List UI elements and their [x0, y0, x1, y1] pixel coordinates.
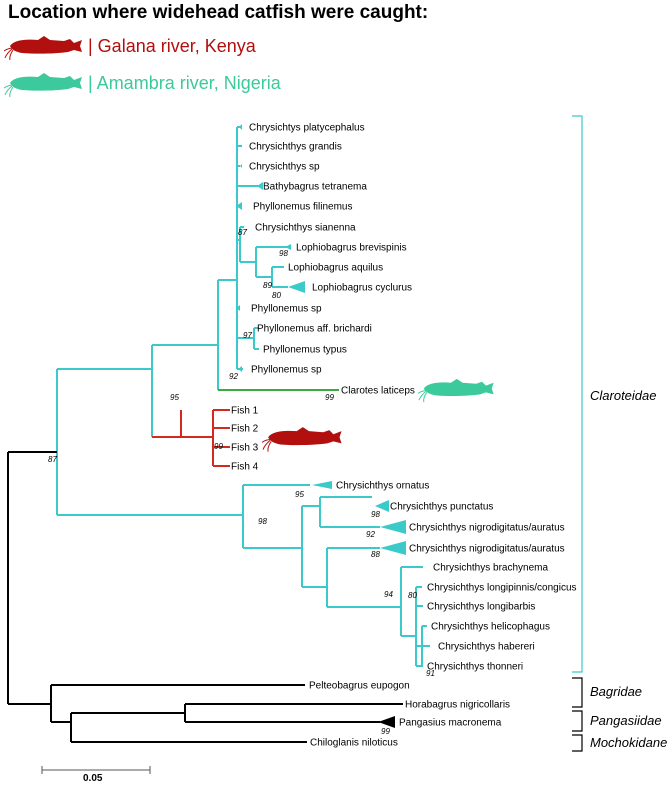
collapsed-clade-triangle — [375, 500, 389, 512]
collapsed-clade-triangle — [239, 124, 242, 130]
taxon-label: Phyllonemus aff. brichardi — [257, 324, 372, 335]
taxon-label: Lophiobagrus aquilus — [288, 263, 383, 274]
bootstrap-value: 95 — [295, 490, 304, 499]
collapsed-clade-triangle — [236, 202, 242, 210]
taxon-label: Fish 4 — [231, 462, 259, 473]
catfish-red-icon — [4, 36, 82, 61]
taxon-label: Chrysichthys longibarbis — [427, 602, 535, 613]
family-label: Pangasiidae — [590, 713, 662, 728]
taxon-label: Fish 3 — [231, 443, 259, 454]
taxon-label: Chrysichthys brachynema — [433, 563, 548, 574]
legend-item-amambra: | Amambra river, Nigeria — [4, 68, 281, 98]
collapsed-clade-triangle — [240, 164, 242, 168]
collapsed-clade-triangle — [288, 281, 305, 293]
family-bracket — [572, 115, 583, 673]
fish-icons — [261, 378, 494, 452]
taxon-label: Pelteobagrus eupogon — [309, 681, 410, 692]
taxon-label: Bathybagrus tetranema — [263, 182, 367, 193]
legend-label-galana: | Galana river, Kenya — [88, 35, 256, 56]
bootstrap-value: 88 — [371, 550, 380, 559]
bootstrap-value: 89 — [263, 281, 272, 290]
scale-bar-label: 0.05 — [83, 773, 103, 784]
taxon-label: Chrysichthys punctatus — [390, 502, 493, 513]
family-brackets: ClaroteidaeBagridaePangasiidaeMochokidan… — [41, 115, 667, 784]
taxon-label: Horabagrus nigricollaris — [405, 700, 510, 711]
bootstrap-value: 92 — [229, 372, 238, 381]
taxon-label: Fish 1 — [231, 406, 259, 417]
bootstrap-value: 87 — [238, 228, 247, 237]
bootstrap-value: 99 — [214, 442, 223, 451]
taxon-label: Phyllonemus filinemus — [253, 202, 353, 213]
figure-title: Location where widehead catfish were cau… — [8, 2, 429, 23]
taxon-label: Chrysichthys thonneri — [427, 662, 523, 673]
taxon-label: Chrysichthys longipinnis/congicus — [427, 583, 577, 594]
taxon-label: Chrysichthys ornatus — [336, 481, 429, 492]
taxon-label: Phyllonemus typus — [263, 345, 347, 356]
taxon-label: Chrysichthys helicophagus — [431, 622, 550, 633]
family-bracket — [572, 734, 583, 752]
taxon-label: Phyllonemus sp — [251, 365, 322, 376]
bootstrap-value: 98 — [371, 510, 380, 519]
bootstrap-value: 95 — [170, 393, 179, 402]
family-label: Mochokidane — [590, 735, 667, 750]
collapsed-clades — [236, 124, 406, 728]
taxon-label: Chrysichthys sianenna — [255, 223, 356, 234]
taxon-label: Chiloglanis niloticus — [310, 738, 398, 749]
bootstrap-value: 91 — [426, 669, 435, 678]
bootstrap-value: 92 — [366, 530, 375, 539]
bootstrap-value: 98 — [279, 249, 288, 258]
collapsed-clade-triangle — [380, 541, 406, 555]
collapsed-clade-triangle — [285, 244, 291, 250]
collapsed-clade-triangle — [257, 182, 263, 190]
catfish-green-icon — [4, 73, 82, 98]
taxon-label: Chrysichthys grandis — [249, 142, 342, 153]
taxon-label: Lophiobagrus cyclurus — [312, 283, 412, 294]
bootstrap-value: 80 — [408, 591, 417, 600]
collapsed-clade-triangle — [380, 520, 406, 534]
taxon-label: Chrysichthys habereri — [438, 642, 535, 653]
collapsed-clade-triangle — [312, 481, 332, 489]
taxon-label: Chrysichtys platycephalus — [249, 123, 365, 134]
family-label: Claroteidae — [590, 388, 657, 403]
taxon-label: Fish 2 — [231, 424, 259, 435]
tree-branches — [7, 126, 430, 743]
family-label: Bagridae — [590, 684, 642, 699]
taxon-label: Chrysichthys nigrodigitatus/auratus — [409, 544, 565, 555]
bootstrap-value: 87 — [48, 455, 57, 464]
bootstrap-value: 97 — [243, 331, 252, 340]
collapsed-clade-triangle — [236, 305, 240, 311]
catfish-green-icon — [417, 378, 494, 403]
taxon-label: Lophiobagrus brevispinis — [296, 243, 407, 254]
family-bracket — [572, 677, 583, 708]
taxon-label: Chrysichthys sp — [249, 162, 320, 173]
catfish-red-icon — [261, 427, 342, 452]
taxon-label: Clarotes laticeps — [341, 386, 415, 397]
bootstrap-value: 99 — [325, 393, 334, 402]
legend-item-galana: | Galana river, Kenya — [4, 31, 256, 61]
bootstrap-value: 80 — [272, 291, 281, 300]
bootstrap-value: 98 — [258, 517, 267, 526]
bootstrap-value: 94 — [384, 590, 393, 599]
bootstrap-value: 99 — [381, 727, 390, 736]
collapsed-clade-triangle — [238, 366, 242, 372]
collapsed-clade-triangle — [378, 716, 395, 728]
family-bracket — [572, 710, 583, 732]
taxon-label: Phyllonemus sp — [251, 304, 322, 315]
taxon-label: Chrysichthys nigrodigitatus/auratus — [409, 523, 565, 534]
legend-label-amambra: | Amambra river, Nigeria — [88, 72, 281, 93]
taxon-label: Pangasius macronema — [399, 718, 502, 729]
